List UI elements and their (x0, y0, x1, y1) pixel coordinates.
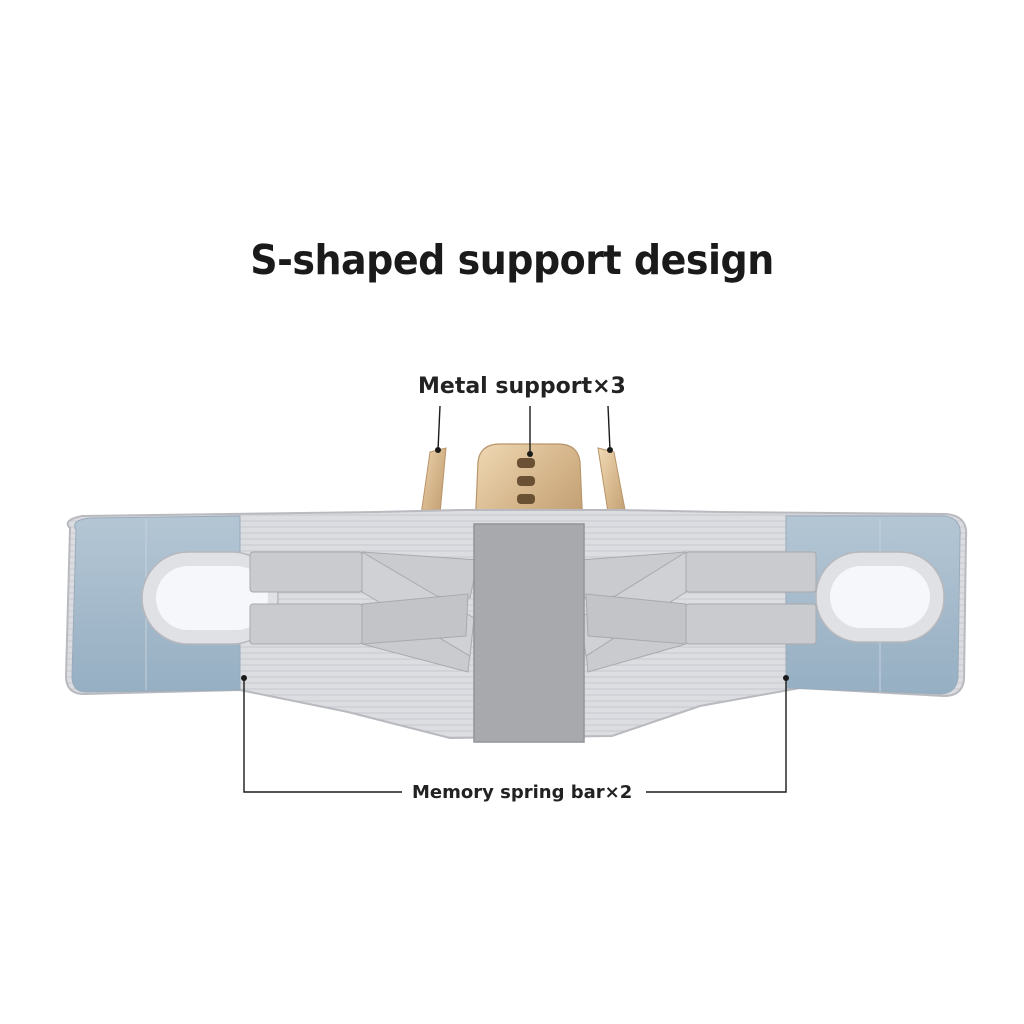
straps-left (249, 551, 479, 673)
velcro-tab-left (141, 551, 279, 645)
callout-dots-memory-spring-bar (241, 675, 789, 681)
callout-dots-metal-support (435, 447, 613, 457)
callout-memory-spring-bar-label: Memory spring bar×2 (412, 782, 633, 803)
callout-metal-support-label: Metal support×3 (418, 374, 626, 399)
velcro-tab-right (815, 551, 945, 643)
center-panel (473, 523, 585, 743)
callout-lines-memory-spring-bar (243, 678, 787, 793)
callout-lines-metal-support (437, 405, 611, 452)
page-title: S-shaped support design (250, 236, 774, 284)
straps-right (579, 551, 817, 673)
